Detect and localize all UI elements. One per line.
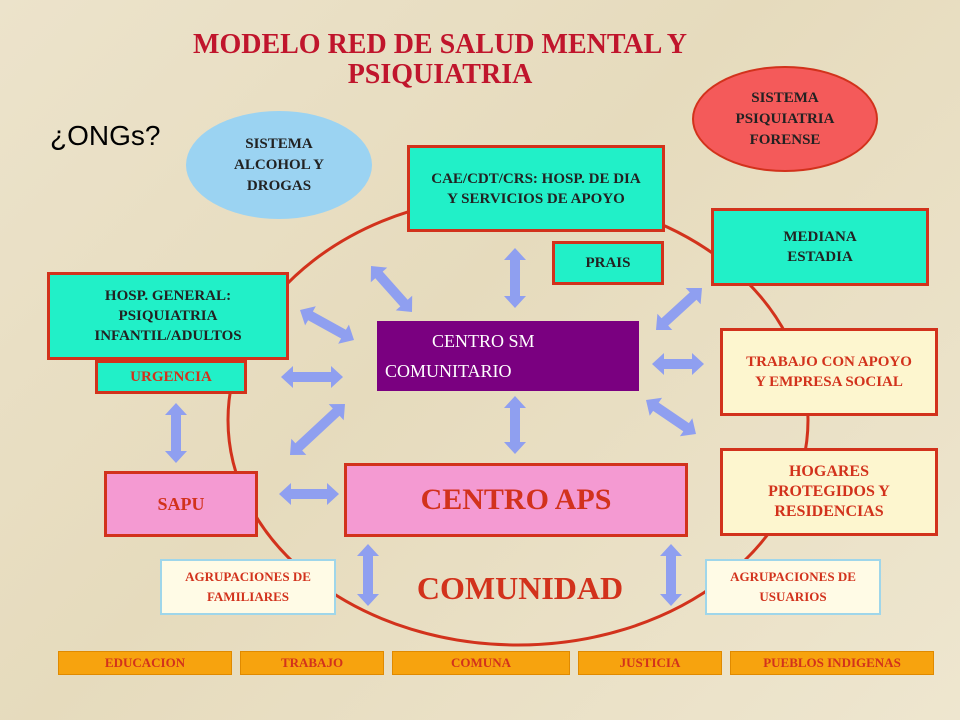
- sector-trabajo: TRABAJO: [240, 651, 384, 675]
- box-sapu: SAPU: [104, 471, 258, 537]
- box-mediana-estadia: MEDIANA ESTADIA: [711, 208, 929, 286]
- arrow-centro-sm-aps: [504, 396, 526, 454]
- box-hosp-general: HOSP. GENERAL: PSIQUIATRIA INFANTIL/ADUL…: [47, 272, 289, 360]
- box-agrupaciones-familiares: AGRUPACIONES DE FAMILIARES: [160, 559, 336, 615]
- box-urgencia: URGENCIA: [95, 360, 247, 394]
- arrow-alcohol-centro-sm: [370, 266, 413, 312]
- ellipse-alcohol-drogas: SISTEMA ALCOHOL Y DROGAS: [186, 111, 372, 219]
- centro-sm-line2: COMUNITARIO: [385, 361, 512, 381]
- arrow-sapu-centro-sm: [290, 404, 345, 455]
- arrow-urgencia-sapu: [165, 403, 187, 463]
- box-agrupaciones-usuarios: AGRUPACIONES DE USUARIOS: [705, 559, 881, 615]
- arrow-aps-familiares: [357, 544, 379, 606]
- sector-justicia: JUSTICIA: [578, 651, 722, 675]
- centro-sm-line1: CENTRO SM: [432, 331, 535, 351]
- arrow-sapu-aps: [279, 483, 339, 505]
- arrow-centro-sm-mediana: [656, 288, 702, 330]
- box-prais: PRAIS: [552, 241, 664, 285]
- arrow-cae-centro-sm: [504, 248, 526, 308]
- box-centro-sm-comunitario: CENTRO SM COMUNITARIO: [377, 321, 639, 391]
- arrow-centro-sm-hogares: [646, 397, 696, 437]
- box-trabajo-con-apoyo: TRABAJO CON APOYO Y EMPRESA SOCIAL: [720, 328, 938, 416]
- comunidad-label: COMUNIDAD: [416, 570, 624, 606]
- arrow-aps-usuarios: [660, 544, 682, 606]
- box-centro-aps: CENTRO APS: [344, 463, 688, 537]
- arrow-hosp-general-centro-sm: [300, 306, 354, 344]
- sector-educacion: EDUCACION: [58, 651, 232, 675]
- box-cae-cdt-crs: CAE/CDT/CRS: HOSP. DE DIA Y SERVICIOS DE…: [407, 145, 665, 232]
- ongs-label: ¿ONGs?: [50, 120, 161, 151]
- sector-comuna: COMUNA: [392, 651, 570, 675]
- arrow-urgencia-centro-sm: [281, 366, 343, 388]
- arrow-centro-sm-trabajo: [652, 353, 704, 375]
- sector-pueblos-indigenas: PUEBLOS INDIGENAS: [730, 651, 934, 675]
- box-hogares-protegidos: HOGARES PROTEGIDOS Y RESIDENCIAS: [720, 448, 938, 536]
- page-title: MODELO RED DE SALUD MENTAL Y PSIQUIATRIA: [193, 29, 687, 90]
- ellipse-psiquiatria-forense: SISTEMA PSIQUIATRIA FORENSE: [692, 66, 878, 172]
